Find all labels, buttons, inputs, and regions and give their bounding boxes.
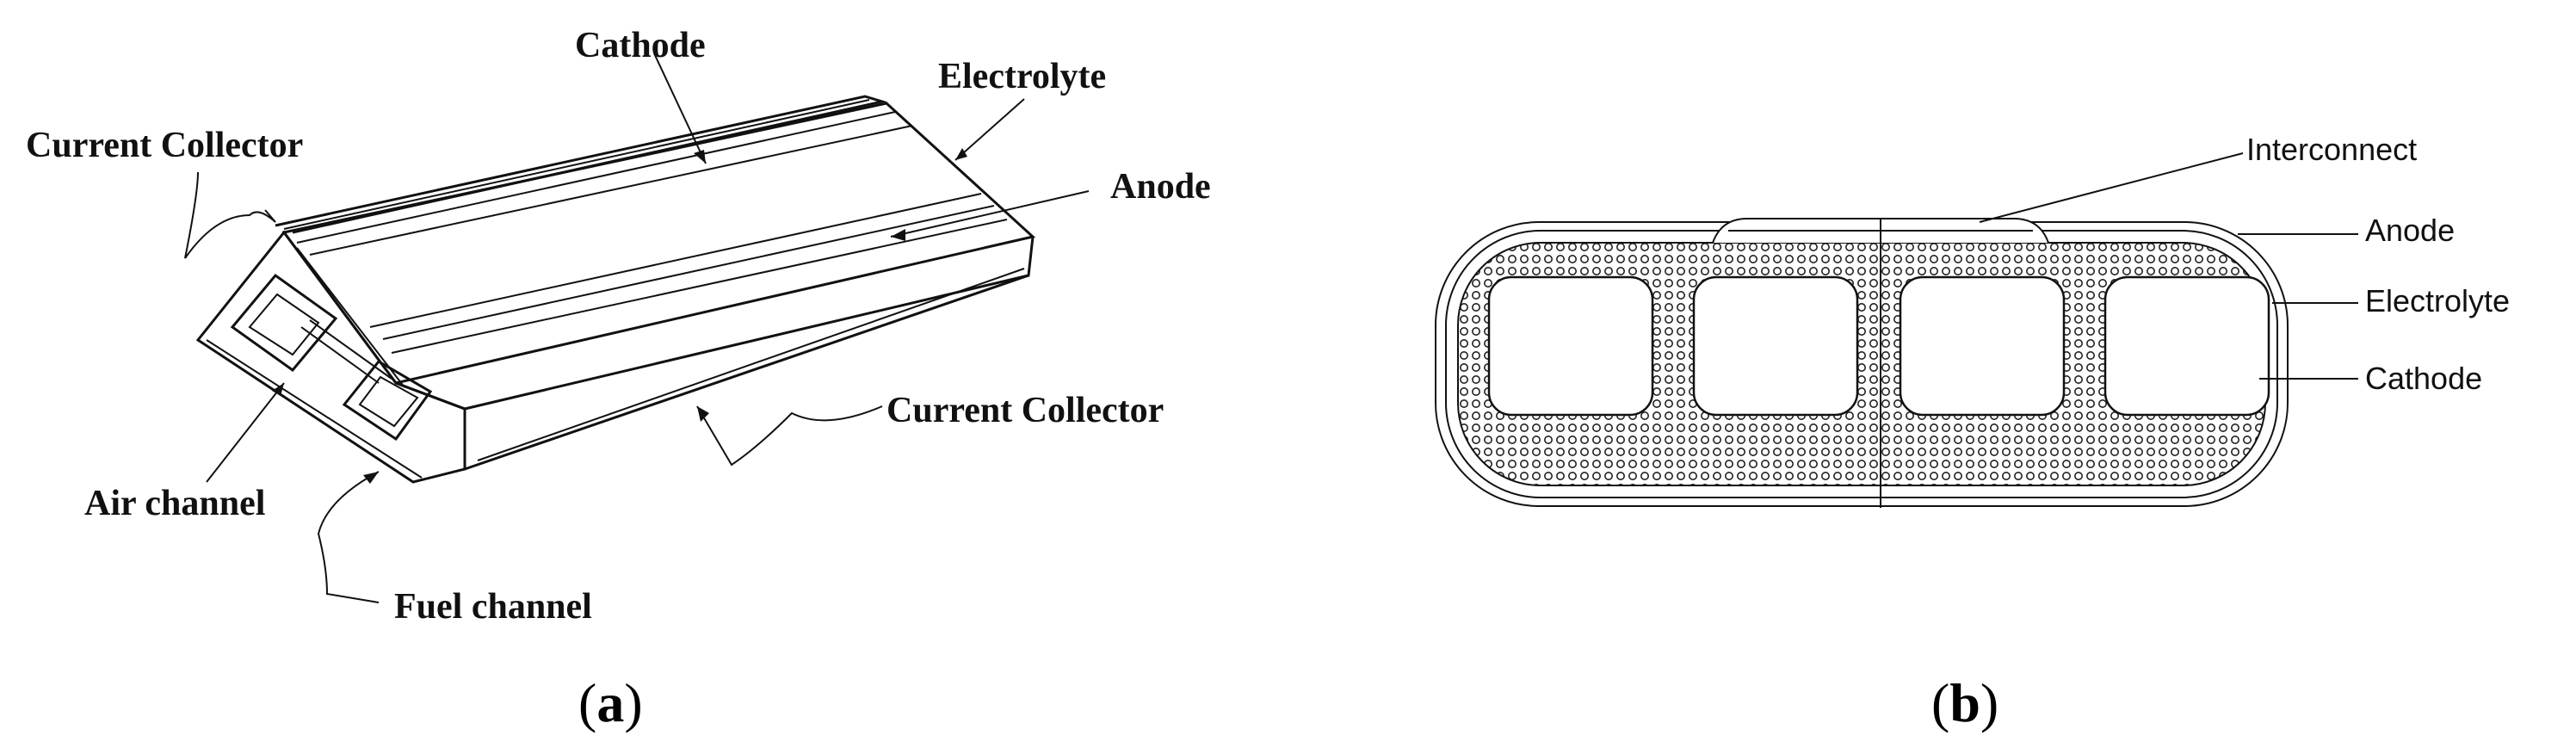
- caption-b: (b): [1931, 672, 1998, 733]
- current-collector-top-label: Current Collector: [26, 126, 303, 165]
- electrolyte-label-b: Electrolyte: [2365, 283, 2510, 318]
- air-channel-label: Air channel: [84, 484, 265, 523]
- panel-b-diagram: [1435, 152, 2358, 508]
- current-collector-bottom-label: Current Collector: [886, 391, 1164, 430]
- panel-a-diagram: [184, 53, 1090, 603]
- anode-label-a: Anode: [1110, 167, 1211, 207]
- interconnect-label: Interconnect: [2246, 132, 2417, 167]
- cathode-label-b: Cathode: [2365, 361, 2482, 396]
- electrolyte-label-a: Electrolyte: [938, 57, 1106, 96]
- anode-label-b: Anode: [2365, 213, 2455, 248]
- fuel-channel-label: Fuel channel: [394, 587, 592, 627]
- cathode-label-a: Cathode: [575, 26, 706, 65]
- caption-a: (a): [578, 672, 643, 733]
